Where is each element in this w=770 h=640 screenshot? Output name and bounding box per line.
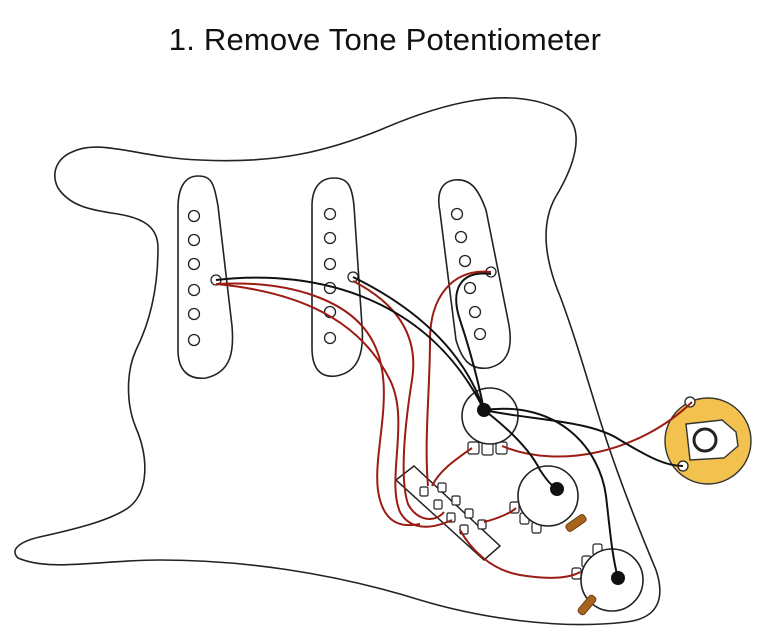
jack-lug — [684, 396, 696, 408]
pole-piece — [187, 307, 201, 321]
pole-piece — [473, 327, 487, 341]
output-jack — [664, 396, 752, 485]
switch-lug — [446, 512, 456, 523]
pole-piece — [323, 231, 337, 245]
pole-piece — [187, 233, 201, 247]
neck-pickup — [177, 175, 234, 379]
hot-wires — [215, 270, 693, 579]
pole-piece — [450, 207, 464, 221]
pole-piece — [187, 257, 201, 271]
switch-lug — [433, 499, 443, 510]
pot-lug — [481, 442, 494, 456]
pole-piece — [463, 281, 477, 295]
tone-pot-1 — [509, 465, 579, 534]
switch-lug — [437, 482, 447, 493]
switch-lug — [477, 519, 487, 530]
pole-piece — [187, 209, 201, 223]
pole-piece — [468, 305, 482, 319]
switch-lug — [419, 486, 429, 497]
tone-pot-2 — [571, 543, 644, 612]
pole-piece — [323, 331, 337, 345]
pole-piece — [323, 257, 337, 271]
pot-lug — [467, 441, 480, 455]
five-way-switch — [394, 465, 502, 562]
switch-lug — [451, 495, 461, 506]
tone-capacitor-2 — [577, 594, 597, 616]
pole-piece — [458, 254, 472, 268]
switch-lug — [464, 508, 474, 519]
pole-piece — [187, 333, 201, 347]
middle-pickup — [311, 177, 364, 377]
tone-capacitor-1 — [565, 514, 587, 532]
page-title: 1. Remove Tone Potentiometer — [168, 22, 602, 57]
pole-piece — [454, 230, 468, 244]
pole-piece — [187, 283, 201, 297]
ground-wires — [215, 272, 684, 579]
pole-piece — [323, 207, 337, 221]
